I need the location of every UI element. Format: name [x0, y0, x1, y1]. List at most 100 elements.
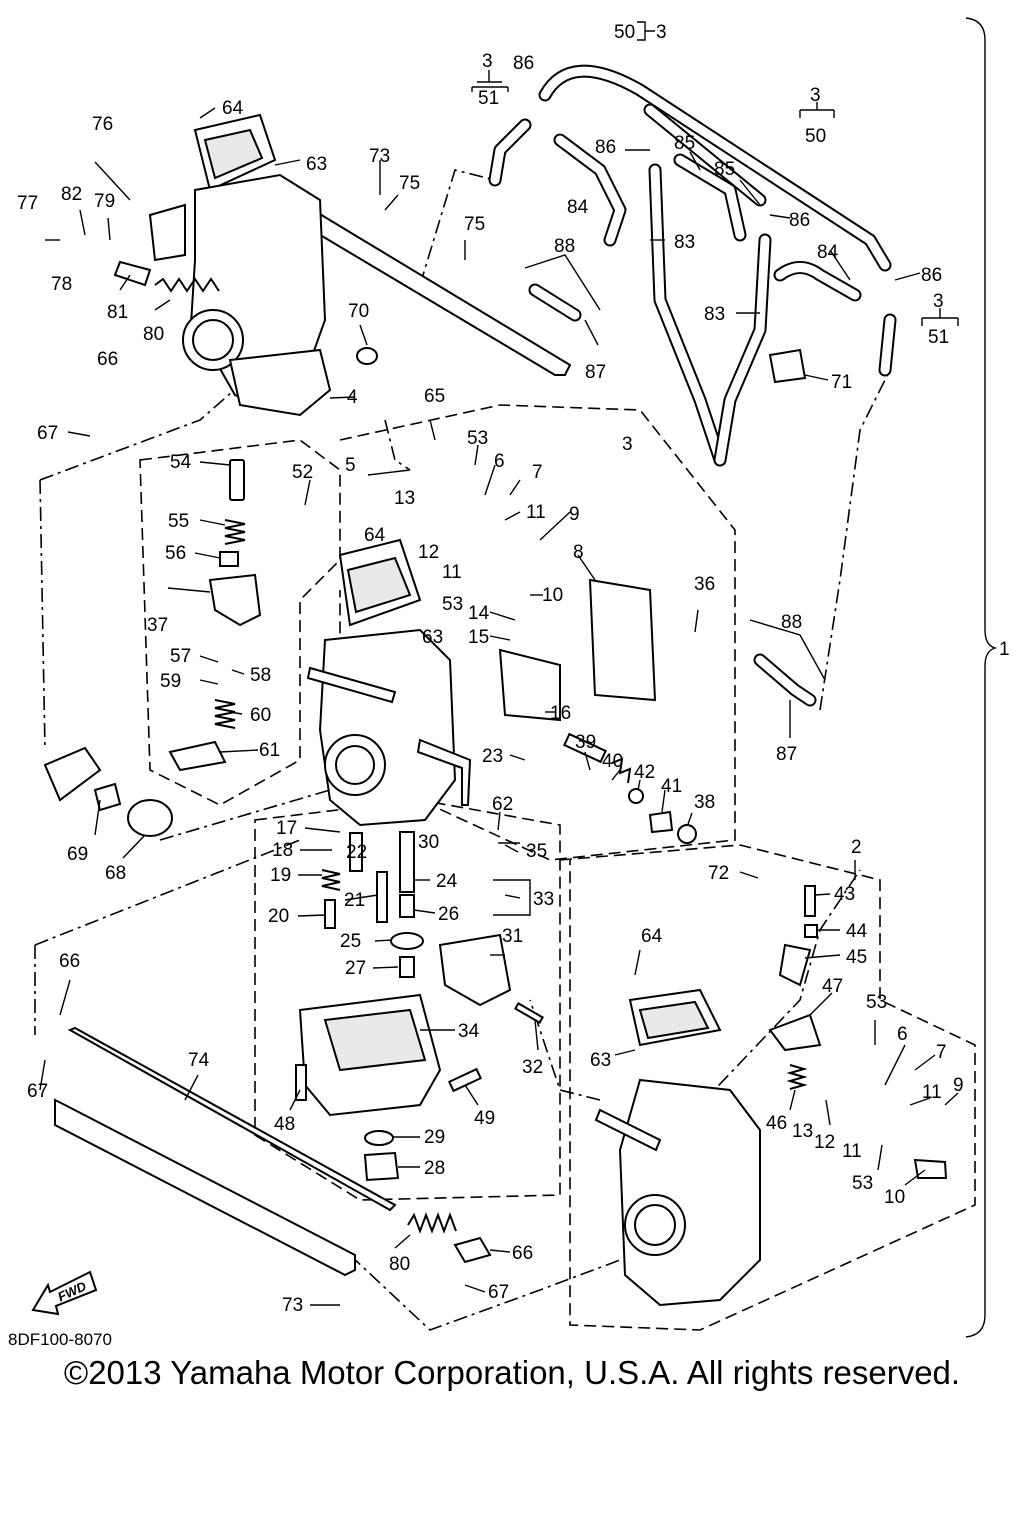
callout-31: 31	[502, 926, 523, 947]
copyright-notice: ©2013 Yamaha Motor Corporation, U.S.A. A…	[63, 1354, 961, 1391]
callout-85-a: 85	[674, 133, 695, 154]
callout-43: 43	[834, 884, 855, 905]
callout-51-b: 51	[928, 327, 949, 348]
hoses	[488, 64, 897, 707]
callout-45: 45	[846, 947, 867, 968]
callout-32: 32	[522, 1057, 543, 1078]
callout-9-b: 9	[953, 1075, 964, 1096]
callout-86-c: 86	[789, 210, 810, 231]
callout-36: 36	[694, 574, 715, 595]
callout-64-b: 64	[364, 525, 386, 546]
callout-22: 22	[346, 842, 367, 863]
callout-53-b: 53	[442, 594, 463, 615]
callout-6-a: 6	[494, 451, 505, 472]
callout-15: 15	[468, 627, 489, 648]
callout-54: 54	[170, 452, 192, 473]
callout-3-e: 3	[622, 434, 633, 455]
callout-50-a: 50	[614, 22, 635, 43]
callout-56: 56	[165, 543, 186, 564]
callout-53-a: 53	[467, 428, 488, 449]
drawing-code: 8DF100-8070	[8, 1330, 112, 1349]
callout-6-b: 6	[897, 1024, 908, 1045]
callout-80-a: 80	[143, 324, 164, 345]
callout-67-b: 67	[27, 1081, 48, 1102]
callout-1: 1	[999, 639, 1010, 660]
callout-53-d: 53	[852, 1173, 873, 1194]
callout-11-d: 11	[842, 1141, 862, 1162]
fwd-arrow-icon: FWD	[31, 1270, 98, 1316]
callout-5: 5	[345, 455, 356, 476]
callout-52: 52	[292, 462, 313, 483]
callout-17: 17	[276, 818, 297, 839]
callout-62: 62	[492, 794, 513, 815]
callout-51-a: 51	[478, 88, 499, 109]
callout-65: 65	[424, 386, 445, 407]
callout-50-b: 50	[805, 126, 826, 147]
callout-21: 21	[344, 890, 365, 911]
callout-80-b: 80	[389, 1254, 410, 1275]
callout-8: 8	[573, 542, 584, 563]
callout-82: 82	[61, 184, 82, 205]
callout-3-b: 3	[656, 22, 667, 43]
callout-13-a: 13	[394, 488, 415, 509]
callout-88-b: 88	[781, 612, 802, 633]
callout-4: 4	[347, 387, 358, 408]
callout-84-a: 84	[567, 197, 589, 218]
callout-63-b: 63	[422, 627, 443, 648]
callout-7-b: 7	[936, 1042, 947, 1063]
callout-11-c: 11	[922, 1082, 942, 1103]
callout-55: 55	[168, 511, 189, 532]
callout-87-b: 87	[776, 744, 797, 765]
callout-27: 27	[345, 958, 366, 979]
callout-3-d: 3	[933, 291, 944, 312]
callout-58: 58	[250, 665, 271, 686]
callout-9-a: 9	[569, 504, 580, 525]
callout-86-d: 86	[921, 265, 942, 286]
callout-28: 28	[424, 1158, 445, 1179]
callout-10-a: 10	[542, 585, 563, 606]
callout-79: 79	[94, 191, 115, 212]
leader-lines	[39, 107, 959, 1306]
callout-78: 78	[51, 274, 72, 295]
callout-11-a: 11	[526, 502, 546, 523]
callout-63-c: 63	[590, 1050, 611, 1071]
callout-74: 74	[188, 1050, 210, 1071]
callout-75-a: 75	[399, 173, 420, 194]
callout-46: 46	[766, 1113, 787, 1134]
callout-29: 29	[424, 1127, 445, 1148]
upper-carburetor-assembly	[113, 113, 332, 417]
callout-10-b: 10	[884, 1187, 905, 1208]
callout-13-b: 13	[792, 1121, 813, 1142]
callout-66-b: 66	[59, 951, 80, 972]
callout-66-c: 66	[512, 1243, 533, 1264]
callout-86-a: 86	[513, 53, 534, 74]
callout-34: 34	[458, 1021, 480, 1042]
callout-47: 47	[822, 976, 843, 997]
assembly-bracket	[965, 17, 998, 1338]
callout-35: 35	[526, 841, 547, 862]
callout-87-a: 87	[585, 362, 606, 383]
callout-64-c: 64	[641, 926, 663, 947]
callout-7-a: 7	[532, 462, 543, 483]
callout-75-b: 75	[464, 214, 485, 235]
callout-25: 25	[340, 931, 361, 952]
callout-67-a: 67	[37, 423, 58, 444]
callout-72: 72	[708, 863, 729, 884]
callout-3-a: 3	[482, 51, 493, 72]
reference-brackets	[471, 21, 959, 326]
callout-61: 61	[259, 740, 280, 761]
callout-24: 24	[436, 871, 458, 892]
callout-16: 16	[550, 703, 571, 724]
callout-49: 49	[474, 1108, 495, 1129]
callout-40: 40	[602, 751, 623, 772]
middle-carburetor-assembly	[306, 538, 472, 827]
callout-12-a: 12	[418, 542, 439, 563]
callout-48: 48	[274, 1114, 295, 1135]
callout-11-b: 11	[442, 562, 462, 583]
callout-83-b: 83	[704, 304, 725, 325]
callout-73-b: 73	[282, 1295, 303, 1316]
callout-12-b: 12	[814, 1132, 835, 1153]
callout-68: 68	[105, 863, 126, 884]
small-parts	[43, 347, 948, 1264]
